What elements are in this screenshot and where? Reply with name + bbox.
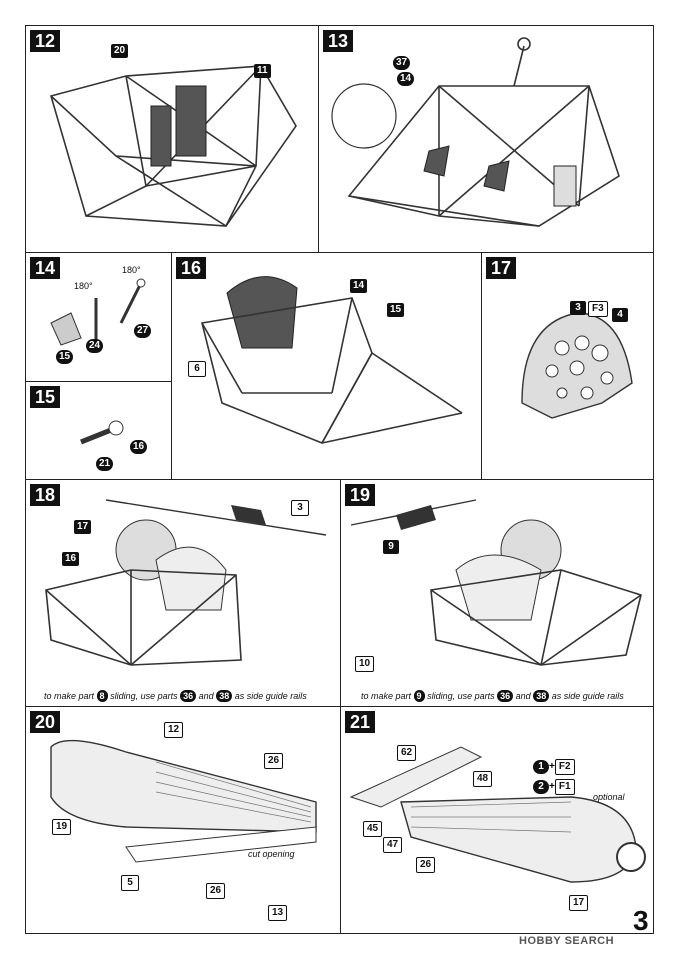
callout-11: 11 [254, 64, 271, 78]
callout-4: 4 [612, 308, 628, 322]
step-14-panel: 14 180° 180° 15 24 27 [25, 252, 172, 382]
callout-14: 14 [350, 279, 368, 293]
callout-24: 24 [86, 339, 104, 353]
callout-16: 16 [130, 440, 148, 454]
step-16-panel: 16 14 15 6 [171, 252, 482, 480]
step-number: 20 [30, 711, 60, 733]
angle-label-2: 180° [122, 265, 141, 275]
fuselage-illustration [50, 739, 317, 863]
parts-illustration [50, 278, 146, 346]
callout-12: 12 [164, 722, 184, 738]
cockpit-illustration [201, 276, 463, 445]
callout-19: 19 [52, 819, 72, 835]
step-number: 15 [30, 386, 60, 408]
optional-label: optional [593, 792, 625, 802]
callout-26-bottom: 26 [206, 883, 226, 899]
angle-label-1: 180° [74, 281, 93, 291]
instrument-panel-illustration [521, 312, 633, 419]
callout-37: 37 [393, 56, 411, 70]
callout-14: 14 [397, 72, 415, 86]
step-number: 14 [30, 257, 60, 279]
watermark: HOBBY SEARCH [519, 935, 615, 947]
step-20-panel: 20 12 26 19 5 26 13 cut opening [25, 706, 341, 934]
step-13-panel: 13 37 14 [318, 25, 654, 253]
callout-13: 13 [268, 905, 288, 921]
step-number: 19 [345, 484, 375, 506]
combo-1-f2: 1+F2 [533, 759, 575, 775]
frame-illustration [50, 65, 297, 227]
callout-17: 17 [569, 895, 589, 911]
callout-10: 10 [355, 656, 375, 672]
cockpit-illustration [45, 499, 327, 666]
callout-27: 27 [134, 324, 152, 338]
assembly-note: to make part 9 sliding, use parts 36 and… [361, 690, 624, 702]
step-21-panel: 21 62 48 45 47 26 17 1+F2 2+F1 optional [340, 706, 654, 934]
callout-26: 26 [264, 753, 284, 769]
callout-26: 26 [416, 857, 436, 873]
step-12-panel: 12 20 11 [25, 25, 319, 253]
step-number: 13 [323, 30, 353, 52]
parts-illustration [80, 420, 124, 445]
fuselage-illustration [349, 746, 646, 883]
callout-6: 6 [188, 361, 206, 377]
step-number: 16 [176, 257, 206, 279]
step-18-panel: 18 3 17 16 to make part 8 sliding, use p… [25, 479, 341, 707]
callout-17: 17 [74, 520, 92, 534]
callout-F3: F3 [588, 301, 608, 317]
page-number: 3 [633, 905, 649, 936]
callout-48: 48 [473, 771, 493, 787]
step-number: 18 [30, 484, 60, 506]
step-19-panel: 19 9 10 to make part 9 sliding, use part… [340, 479, 654, 707]
step-number: 17 [486, 257, 516, 279]
frame-illustration [331, 37, 620, 227]
cut-opening-label: cut opening [248, 849, 295, 859]
step-number: 12 [30, 30, 60, 52]
step-number: 21 [345, 711, 375, 733]
callout-45: 45 [363, 821, 383, 837]
callout-15: 15 [387, 303, 405, 317]
callout-9: 9 [383, 540, 399, 554]
callout-21: 21 [96, 457, 114, 471]
callout-62: 62 [397, 745, 417, 761]
callout-15: 15 [56, 350, 74, 364]
cockpit-illustration [350, 499, 642, 666]
callout-16: 16 [62, 552, 80, 566]
callout-3: 3 [291, 500, 309, 516]
combo-2-f1: 2+F1 [533, 779, 575, 795]
assembly-note: to make part 8 sliding, use parts 36 and… [44, 690, 307, 702]
step-15-panel: 15 16 21 [25, 381, 172, 480]
callout-20: 20 [111, 44, 129, 58]
step-17-panel: 17 3 F3 4 [481, 252, 654, 480]
callout-5: 5 [121, 875, 139, 891]
callout-47: 47 [383, 837, 403, 853]
callout-3: 3 [570, 301, 586, 315]
